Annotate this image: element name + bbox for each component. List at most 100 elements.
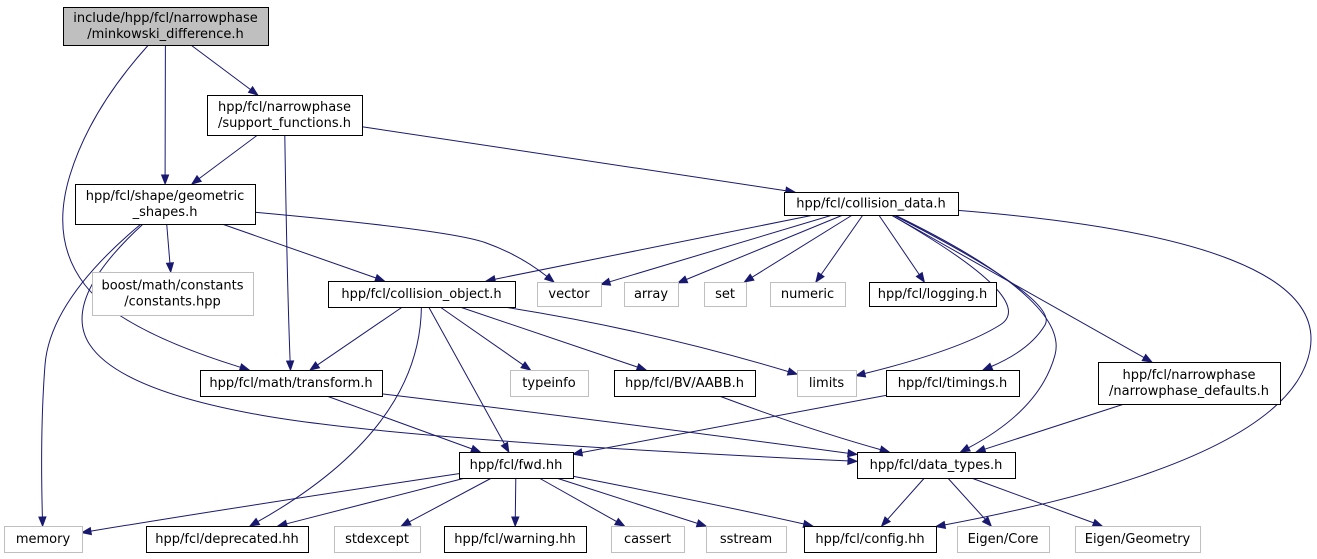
node-memory: memory xyxy=(4,526,83,553)
node-array: array xyxy=(624,282,679,307)
arrowhead-collision_object-to-aabb xyxy=(635,362,648,371)
arrowhead-np_defaults-to-data_types xyxy=(974,445,987,454)
node-label: hpp/fcl/narrowphase xyxy=(218,100,351,115)
arrowhead-fwd-to-memory xyxy=(80,526,93,536)
node-box xyxy=(459,452,574,479)
arrowhead-collision_object-to-limits xyxy=(786,367,799,376)
node-label: hpp/fcl/deprecated.hh xyxy=(155,532,298,547)
arrowhead-collision_data-to-logging xyxy=(915,271,926,284)
node-box xyxy=(869,282,997,307)
node-geometric[interactable]: hpp/fcl/shape/geometric_shapes.h xyxy=(75,184,256,225)
edge-data_types-to-config xyxy=(887,477,925,520)
node-box xyxy=(611,526,685,553)
node-label: hpp/fcl/shape/geometric xyxy=(86,189,245,204)
node-label: hpp/fcl/config.hh xyxy=(815,532,924,547)
edge-geometric-to-vector xyxy=(254,211,548,277)
arrowhead-fwd-to-sstream xyxy=(695,519,708,528)
node-box xyxy=(207,95,363,136)
arrowhead-collision_object-to-typeinfo xyxy=(520,361,532,371)
node-data-types[interactable]: hpp/fcl/data_types.h xyxy=(857,452,1016,479)
edge-fwd-to-stdexcept xyxy=(409,477,492,523)
node-label: hpp/fcl/logging.h xyxy=(878,287,987,302)
edge-collision_object-to-deprecated xyxy=(257,306,422,523)
edge-support-to-geometric xyxy=(198,134,258,180)
edge-support-to-transform xyxy=(284,134,291,362)
node-box xyxy=(92,272,254,316)
arrowhead-collision_data-to-array xyxy=(676,275,689,284)
node-label: limits xyxy=(809,376,845,391)
edge-geometric-to-collision_object xyxy=(221,223,377,279)
node-label: memory xyxy=(16,532,71,547)
edge-geometric-to-memory xyxy=(41,223,142,518)
node-cassert: cassert xyxy=(611,526,685,553)
edge-fwd-to-memory xyxy=(90,473,460,532)
node-stdexcept: stdexcept xyxy=(334,526,421,553)
node-label: array xyxy=(634,287,668,302)
edge-geometric-to-boost xyxy=(166,223,171,264)
node-label: cassert xyxy=(624,532,671,547)
node-warning[interactable]: hpp/fcl/warning.hh xyxy=(444,526,587,553)
node-deprecated[interactable]: hpp/fcl/deprecated.hh xyxy=(146,526,309,553)
node-box xyxy=(957,526,1050,553)
node-box xyxy=(706,526,787,553)
node-config[interactable]: hpp/fcl/config.hh xyxy=(804,526,937,553)
node-transform[interactable]: hpp/fcl/math/transform.h xyxy=(200,370,383,397)
edge-data_types-to-eigen_geometry xyxy=(971,477,1094,524)
node-label: stdexcept xyxy=(345,532,409,547)
node-support[interactable]: hpp/fcl/narrowphase/support_functions.h xyxy=(207,95,363,136)
edge-fwd-to-config xyxy=(572,475,805,525)
edge-fwd-to-cassert xyxy=(538,477,617,523)
edge-collision_data-to-data_types xyxy=(894,214,1057,449)
arrowhead-support-to-geometric xyxy=(190,174,203,185)
node-box xyxy=(886,370,1020,397)
arrowhead-minkowski-to-transform xyxy=(238,363,251,372)
node-np-defaults[interactable]: hpp/fcl/narrowphase/narrowphase_defaults… xyxy=(1098,362,1281,405)
node-fwd[interactable]: hpp/fcl/fwd.hh xyxy=(459,452,574,479)
edge-geometric-to-data_types xyxy=(81,223,849,462)
arrowhead-geometric-to-boost xyxy=(165,262,175,274)
edge-np_defaults-to-data_types xyxy=(984,403,1125,450)
node-collision-data[interactable]: hpp/fcl/collision_data.h xyxy=(784,192,959,216)
edge-collision_data-to-np_defaults xyxy=(891,214,1145,359)
node-collision-object[interactable]: hpp/fcl/collision_object.h xyxy=(328,281,516,308)
node-set: set xyxy=(704,282,747,307)
edge-collision_data-to-set xyxy=(751,214,853,278)
arrowhead-data_types-to-config xyxy=(880,516,892,528)
node-logging[interactable]: hpp/fcl/logging.h xyxy=(869,282,997,307)
edge-collision_data-to-array xyxy=(686,214,844,280)
node-box xyxy=(770,282,846,307)
node-label: vector xyxy=(548,287,590,302)
arrowhead-fwd-to-stdexcept xyxy=(400,517,412,527)
node-minkowski[interactable]: include/hpp/fcl/narrowphase/minkowski_di… xyxy=(63,7,269,46)
node-label: /narrowphase_defaults.h xyxy=(1109,384,1269,399)
node-timings[interactable]: hpp/fcl/timings.h xyxy=(886,370,1020,397)
arrowhead-collision_data-to-vector xyxy=(599,277,612,286)
arrowhead-collision_data-to-config xyxy=(934,520,947,530)
node-label: set xyxy=(715,287,735,302)
node-label: hpp/fcl/warning.hh xyxy=(454,532,576,547)
arrowhead-transform-to-fwd xyxy=(469,444,482,453)
node-box xyxy=(704,282,747,307)
arrowhead-geometric-to-memory xyxy=(38,516,47,528)
node-box xyxy=(444,526,587,553)
node-box xyxy=(784,192,959,216)
arrowhead-data_types-to-eigen_geometry xyxy=(1091,518,1104,527)
edge-fwd-to-warning xyxy=(514,477,517,518)
node-aabb[interactable]: hpp/fcl/BV/AABB.h xyxy=(614,370,756,397)
edge-collision_data-to-vector xyxy=(609,214,833,283)
arrowhead-timings-to-fwd xyxy=(571,448,584,457)
arrowhead-fwd-to-cassert xyxy=(614,517,626,527)
node-label: typeinfo xyxy=(522,376,575,391)
arrowhead-minkowski-to-geometric xyxy=(160,174,170,186)
edge-collision_data-to-limits xyxy=(864,214,1009,374)
node-label: include/hpp/fcl/narrowphase xyxy=(73,11,258,26)
arrowhead-data_types-to-eigen_core xyxy=(981,516,993,528)
arrowhead-geometric-to-vector xyxy=(543,272,555,283)
arrowhead-transform-to-data_types xyxy=(847,449,859,458)
arrowhead-collision_data-to-set xyxy=(743,273,755,283)
edge-aabb-to-data_types xyxy=(719,395,881,451)
node-box xyxy=(334,526,421,553)
edge-fwd-to-sstream xyxy=(556,477,698,524)
node-box xyxy=(1098,362,1281,405)
node-box xyxy=(624,282,679,307)
